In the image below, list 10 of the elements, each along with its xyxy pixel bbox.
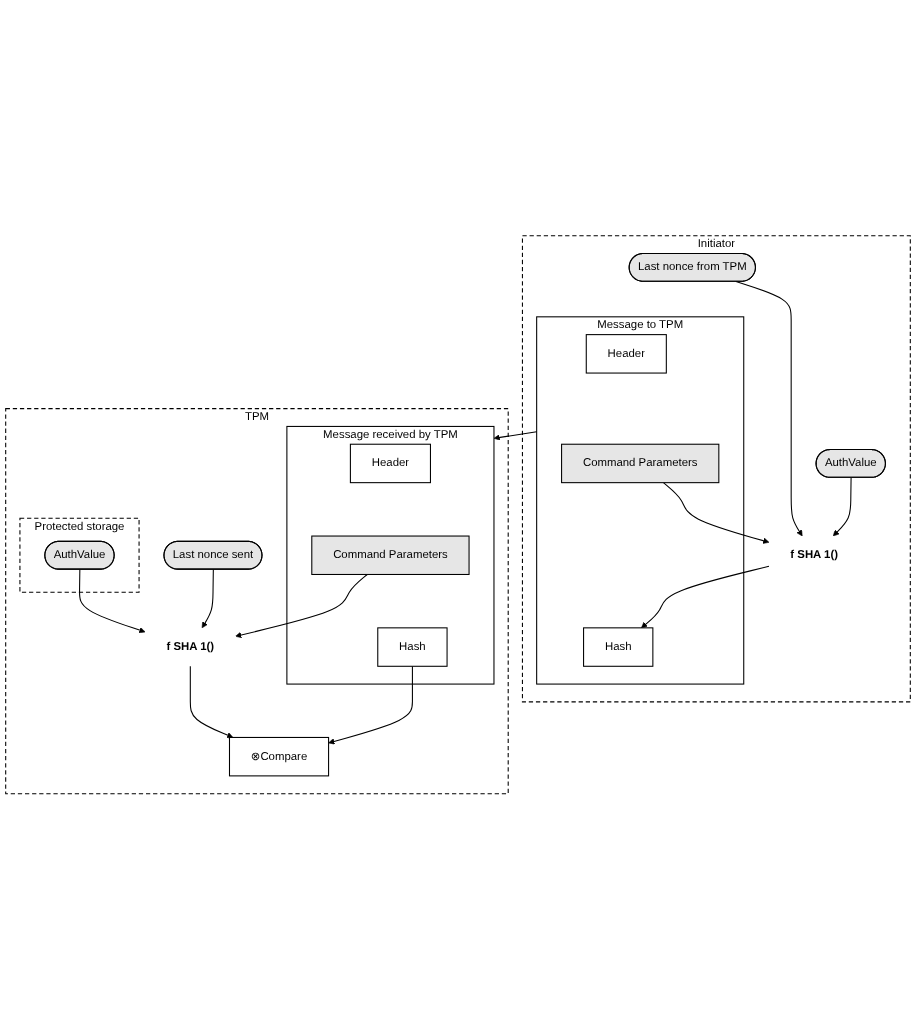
arrow [201, 568, 214, 628]
arrow [641, 565, 770, 628]
arrow [189, 665, 234, 738]
arrow [735, 280, 803, 536]
arrow [235, 573, 368, 638]
arrow [328, 665, 413, 744]
arrow [832, 476, 852, 536]
arrow [493, 430, 538, 440]
arrow [79, 568, 146, 633]
arrow [662, 481, 770, 544]
